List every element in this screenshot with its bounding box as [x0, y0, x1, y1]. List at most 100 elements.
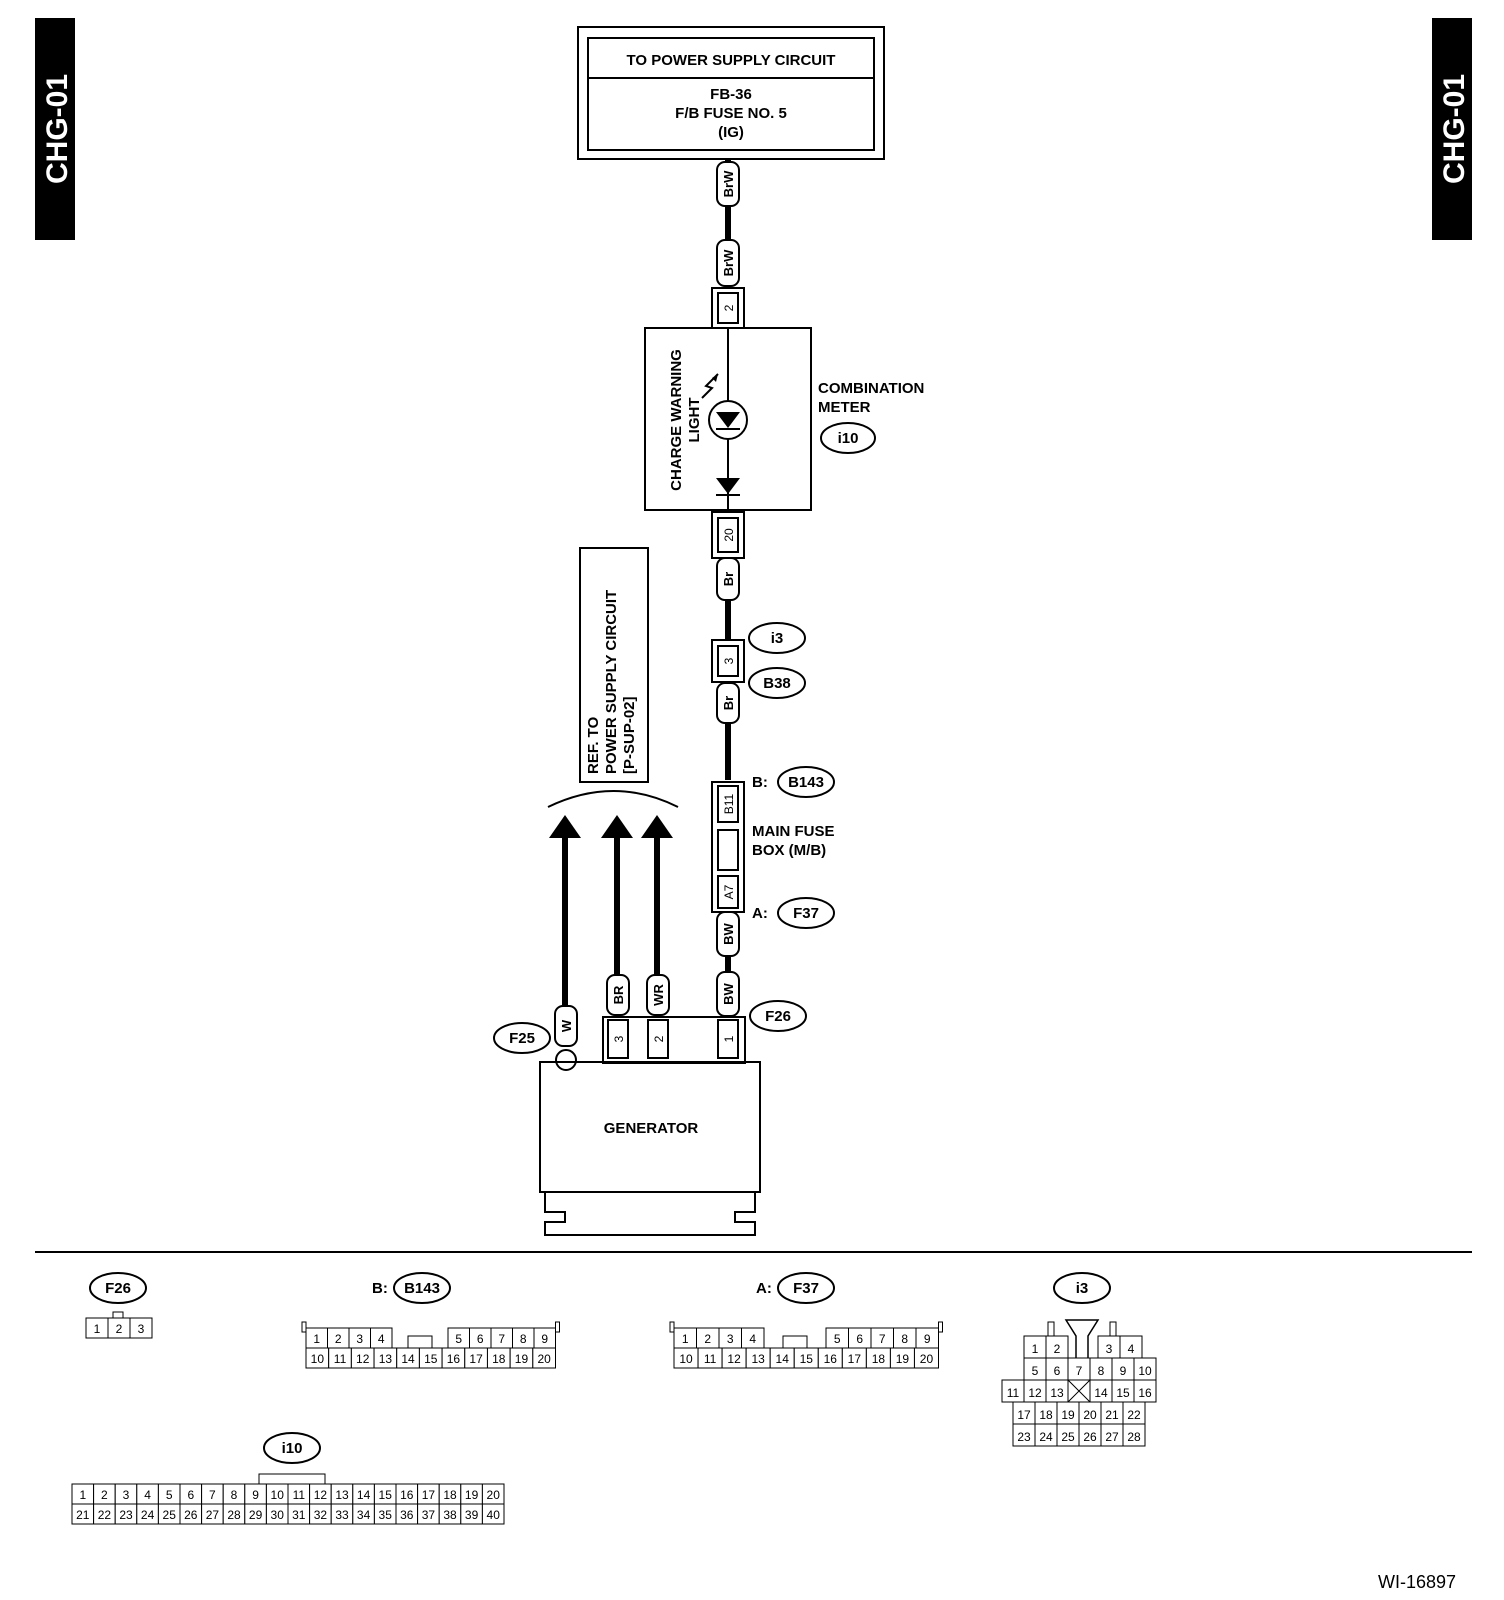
- pin-number: 18: [1039, 1408, 1053, 1422]
- svg-text:Br: Br: [721, 572, 736, 586]
- svg-text:BW: BW: [721, 922, 736, 944]
- blank-pin-mark: [1067, 1379, 1091, 1403]
- pin-number: 2: [704, 1332, 711, 1346]
- pin-number: 11: [293, 1488, 306, 1502]
- pin-number: 8: [901, 1332, 908, 1346]
- combination-meter-name-1: COMBINATION: [818, 380, 924, 397]
- wire-label-br-1: Br: [716, 557, 740, 601]
- svg-text:B:: B:: [372, 1280, 388, 1297]
- pin-number: 5: [1032, 1364, 1039, 1378]
- terminal-icon: [555, 1049, 577, 1071]
- pin-number: 5: [166, 1488, 173, 1502]
- pin-cell: [1122, 1423, 1146, 1447]
- connector-key: [782, 1335, 808, 1349]
- pin-number: 24: [141, 1508, 155, 1522]
- pin-number: 8: [1098, 1364, 1105, 1378]
- pin-number: 10: [1138, 1364, 1152, 1378]
- pin-number: 10: [271, 1488, 285, 1502]
- pin-number: 1: [313, 1332, 320, 1346]
- pin-number: 3: [356, 1332, 363, 1346]
- pin-number: 19: [896, 1352, 910, 1366]
- pin-number: 11: [1007, 1386, 1020, 1400]
- connector-b143-badge: B143: [788, 774, 824, 791]
- pin-cell: [532, 1347, 556, 1369]
- connector-latch: [555, 1321, 560, 1333]
- wire-label-w-gen: W: [554, 1005, 578, 1047]
- ref-box-line3: [P-SUP-02]: [621, 696, 638, 774]
- generator: GENERATOR: [539, 1061, 761, 1236]
- pin-number: 9: [541, 1332, 548, 1346]
- wire-label-br-gen: BR: [606, 974, 630, 1016]
- connector-latch: [669, 1321, 675, 1333]
- pin-number: 32: [314, 1508, 328, 1522]
- pin-number: 19: [1061, 1408, 1075, 1422]
- pin-number: 35: [379, 1508, 393, 1522]
- pin-number: 12: [1028, 1386, 1042, 1400]
- pin-cell: [129, 1317, 153, 1339]
- pin-number: 28: [1127, 1430, 1141, 1444]
- meter-pin-2: 2: [711, 287, 745, 329]
- charge-warning-label-2: LIGHT: [686, 398, 703, 443]
- pin-number: 21: [1105, 1408, 1119, 1422]
- pin-number: 4: [1128, 1342, 1135, 1356]
- pin-number: 16: [824, 1352, 838, 1366]
- svg-text:i10: i10: [282, 1440, 303, 1457]
- pin-number: 28: [227, 1508, 241, 1522]
- ref-box-line1: REF. TO: [585, 716, 602, 774]
- pin-number: 2: [101, 1488, 108, 1502]
- svg-text:Br: Br: [721, 696, 736, 710]
- pin-number: 25: [163, 1508, 177, 1522]
- pin-number: 7: [498, 1332, 505, 1346]
- pin-number: 20: [537, 1352, 551, 1366]
- pin-number: 5: [834, 1332, 841, 1346]
- power-supply-line2: F/B FUSE NO. 5: [675, 105, 787, 122]
- pin-number: 20: [920, 1352, 934, 1366]
- pin-number: 26: [184, 1508, 198, 1522]
- svg-text:BrW: BrW: [721, 170, 736, 197]
- svg-text:BR: BR: [611, 985, 626, 1004]
- power-supply-line1: FB-36: [710, 86, 752, 103]
- pin-number: 23: [119, 1508, 133, 1522]
- svg-text:2: 2: [722, 304, 736, 311]
- generator-mount-icon: [544, 1192, 756, 1236]
- figure-id: WI-16897: [1378, 1572, 1456, 1592]
- pin-number: 20: [1083, 1408, 1097, 1422]
- pin-cell: [481, 1503, 505, 1525]
- svg-text:F37: F37: [793, 1280, 819, 1297]
- pin-number: 15: [424, 1352, 438, 1366]
- svg-text:2: 2: [652, 1035, 666, 1042]
- wire-label-brw-bottom: BrW: [716, 239, 740, 287]
- generator-label: GENERATOR: [604, 1120, 699, 1137]
- pin-number: 26: [1083, 1430, 1097, 1444]
- pin-number: 34: [357, 1508, 371, 1522]
- pin-number: 20: [487, 1488, 501, 1502]
- connector-latch: [301, 1321, 307, 1333]
- pin-number: 6: [477, 1332, 484, 1346]
- pin-number: 29: [249, 1508, 263, 1522]
- pin-number: 24: [1039, 1430, 1053, 1444]
- pin-number: 9: [252, 1488, 259, 1502]
- pin-number: 2: [335, 1332, 342, 1346]
- inline-connector-i3-b38: 3 i3 B38: [711, 622, 806, 699]
- pin-number: 30: [271, 1508, 285, 1522]
- pin-number: 15: [1116, 1386, 1130, 1400]
- svg-text:B143: B143: [404, 1280, 440, 1297]
- wire-label-wr-gen: WR: [646, 974, 670, 1016]
- pin-number: 17: [422, 1488, 436, 1502]
- main-fuse-box-label-2: BOX (M/B): [752, 842, 826, 859]
- pin-number: 3: [138, 1322, 145, 1336]
- pin-number: 1: [79, 1488, 86, 1502]
- power-supply-title: TO POWER SUPPLY CIRCUIT: [627, 52, 836, 69]
- pin-number: 18: [872, 1352, 886, 1366]
- pin-number: 7: [209, 1488, 216, 1502]
- pin-number: 14: [401, 1352, 415, 1366]
- wire-label-bw-2: BW: [716, 971, 740, 1017]
- connector-i3-badge: i3: [771, 630, 784, 647]
- pin-number: 7: [879, 1332, 886, 1346]
- combination-meter-name-2: METER: [818, 399, 871, 416]
- doc-tag-left-text: CHG-01: [41, 74, 74, 184]
- connector-f25-badge: F25: [509, 1030, 535, 1047]
- pin-number: 9: [924, 1332, 931, 1346]
